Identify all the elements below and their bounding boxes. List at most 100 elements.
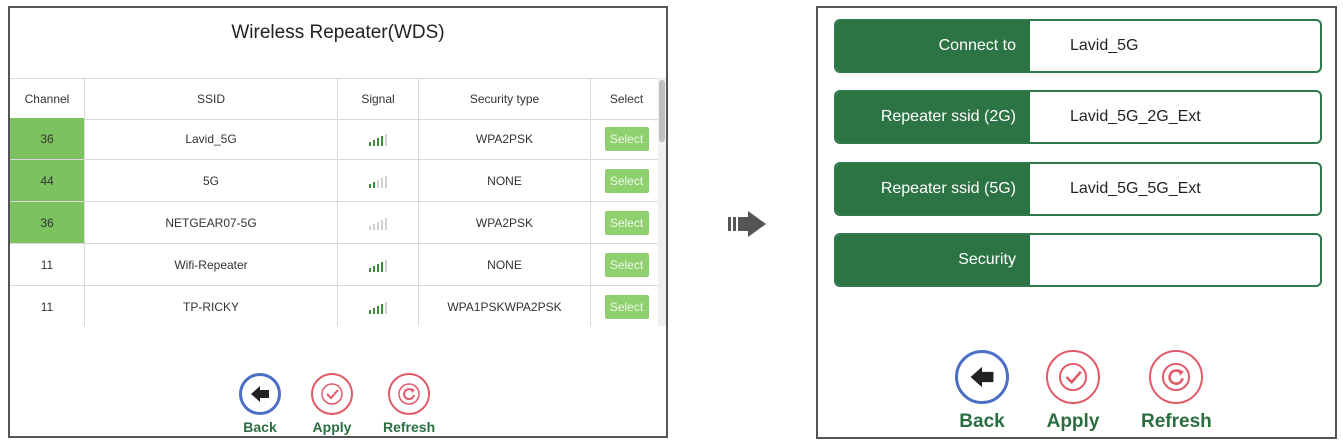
- back-button[interactable]: Back: [955, 350, 1009, 433]
- repeater-ssid-2g-label: Repeater ssid (2G): [836, 92, 1030, 142]
- back-arrow-icon: [955, 350, 1009, 404]
- security-cell: WPA2PSK: [419, 202, 591, 243]
- signal-bar: [373, 223, 375, 230]
- signal-bar: [385, 259, 387, 272]
- signal-bar: [373, 265, 375, 272]
- ssid-cell: NETGEAR07-5G: [85, 202, 338, 243]
- back-arrow-icon: [239, 373, 281, 415]
- signal-bar: [381, 177, 383, 188]
- security-cell: WPA1PSKWPA2PSK: [419, 286, 591, 326]
- ssid-cell: Wifi-Repeater: [85, 244, 338, 285]
- signal-bar: [377, 221, 379, 230]
- signal-bars-icon: [369, 216, 387, 230]
- signal-bar: [373, 307, 375, 314]
- column-header-channel: Channel: [10, 79, 85, 119]
- back-label: Back: [959, 411, 1005, 432]
- connect-to-input[interactable]: Lavid_5G: [1070, 37, 1139, 54]
- channel-cell: 36: [10, 118, 85, 159]
- channel-cell: 36: [10, 202, 85, 243]
- signal-bars-icon: [369, 132, 387, 146]
- apply-label: Apply: [312, 419, 352, 435]
- refresh-label: Refresh: [1141, 411, 1212, 432]
- security-input[interactable]: [1030, 235, 1320, 285]
- signal-bar: [381, 303, 383, 314]
- signal-bar: [377, 305, 379, 314]
- table-header: Channel SSID Signal Security type Select: [10, 78, 662, 120]
- select-button[interactable]: Select: [604, 210, 649, 235]
- table-row[interactable]: 11 Wifi-Repeater NONE Select: [10, 244, 662, 286]
- apply-button[interactable]: Apply: [1046, 350, 1100, 433]
- signal-cell: [338, 202, 419, 243]
- refresh-button[interactable]: Refresh: [383, 373, 435, 435]
- signal-bar: [369, 141, 371, 146]
- page-title: Wireless Repeater(WDS): [231, 22, 445, 43]
- signal-cell: [338, 244, 419, 285]
- signal-bar: [381, 219, 383, 230]
- table-row[interactable]: 36 Lavid_5G WPA2PSK Select: [10, 118, 662, 160]
- signal-bar: [377, 179, 379, 188]
- ssid-cell: 5G: [85, 160, 338, 201]
- refresh-icon: [1149, 350, 1204, 404]
- signal-bar: [369, 225, 371, 230]
- security-cell: WPA2PSK: [419, 118, 591, 159]
- table-row[interactable]: 36 NETGEAR07-5G WPA2PSK Select: [10, 202, 662, 244]
- network-table: Channel SSID Signal Security type Select…: [10, 78, 662, 326]
- signal-cell: [338, 286, 419, 326]
- select-button[interactable]: Select: [604, 126, 649, 151]
- signal-bar: [385, 133, 387, 146]
- back-button[interactable]: Back: [239, 373, 281, 435]
- repeater-ssid-5g-input[interactable]: Lavid_5G_5G_Ext: [1070, 180, 1201, 197]
- checkmark-icon: [1046, 350, 1100, 404]
- repeater-config-panel: Connect to Lavid_5G Repeater ssid (2G) L…: [816, 6, 1337, 439]
- ssid-cell: TP-RICKY: [85, 286, 338, 326]
- refresh-label: Refresh: [383, 419, 436, 435]
- signal-bar: [369, 309, 371, 314]
- signal-bars-icon: [369, 174, 387, 188]
- scrollbar-thumb[interactable]: [659, 80, 665, 142]
- repeater-ssid-5g-label: Repeater ssid (5G): [836, 164, 1030, 214]
- table-row[interactable]: 44 5G NONE Select: [10, 160, 662, 202]
- arrow-right-icon: [728, 211, 766, 237]
- apply-button[interactable]: Apply: [311, 373, 353, 435]
- checkmark-icon: [311, 373, 353, 415]
- select-button[interactable]: Select: [604, 294, 649, 319]
- signal-bar: [385, 301, 387, 314]
- channel-cell: 11: [10, 286, 85, 326]
- repeater-ssid-2g-input[interactable]: Lavid_5G_2G_Ext: [1070, 108, 1201, 125]
- refresh-button[interactable]: Refresh: [1141, 350, 1212, 433]
- signal-bar: [369, 267, 371, 272]
- signal-bar: [381, 261, 383, 272]
- signal-bar: [385, 217, 387, 230]
- select-button[interactable]: Select: [604, 252, 649, 277]
- table-scrollbar[interactable]: [658, 78, 666, 326]
- back-label: Back: [243, 419, 277, 435]
- signal-bar: [381, 135, 383, 146]
- signal-bar: [373, 181, 375, 188]
- repeater-ssid-2g-field: Repeater ssid (2G) Lavid_5G_2G_Ext: [834, 90, 1322, 144]
- signal-bars-icon: [369, 300, 387, 314]
- select-cell: Select: [591, 202, 662, 243]
- refresh-icon: [388, 373, 431, 415]
- security-field: Security: [834, 233, 1322, 287]
- signal-bar: [369, 183, 371, 188]
- select-button[interactable]: Select: [604, 168, 649, 193]
- select-cell: Select: [591, 160, 662, 201]
- wds-scan-panel: Wireless Repeater(WDS) Channel SSID Sign…: [8, 6, 668, 438]
- table-row[interactable]: 11 TP-RICKY WPA1PSKWPA2PSK Select: [10, 286, 662, 326]
- channel-cell: 44: [10, 160, 85, 201]
- column-header-ssid: SSID: [85, 79, 338, 119]
- security-cell: NONE: [419, 160, 591, 201]
- security-label: Security: [836, 235, 1030, 285]
- signal-bar: [377, 263, 379, 272]
- select-cell: Select: [591, 286, 662, 326]
- signal-bar: [385, 175, 387, 188]
- signal-bar: [377, 137, 379, 146]
- column-header-signal: Signal: [338, 79, 419, 119]
- ssid-cell: Lavid_5G: [85, 118, 338, 159]
- apply-label: Apply: [1046, 411, 1100, 432]
- select-cell: Select: [591, 244, 662, 285]
- security-cell: NONE: [419, 244, 591, 285]
- signal-bar: [373, 139, 375, 146]
- channel-cell: 11: [10, 244, 85, 285]
- connect-to-label: Connect to: [836, 21, 1030, 71]
